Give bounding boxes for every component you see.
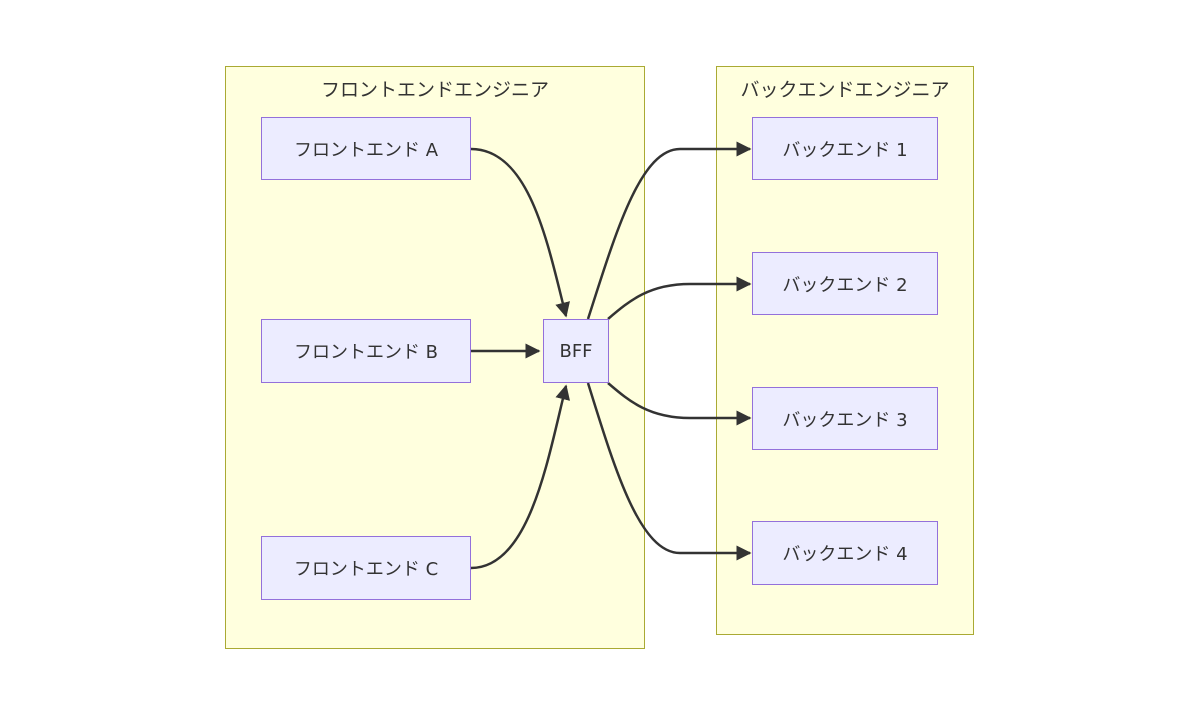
node-backend-2: バックエンド 2 [752, 252, 938, 315]
node-frontend-a: フロントエンド A [261, 117, 471, 180]
node-bff: BFF [543, 319, 609, 383]
frontend-engineer-cluster-title: フロントエンドエンジニア [320, 79, 549, 101]
node-frontend-b: フロントエンド B [261, 319, 471, 383]
node-frontend-c: フロントエンド C [261, 536, 471, 600]
backend-engineer-cluster-title: バックエンドエンジニア [740, 79, 950, 101]
node-backend-1: バックエンド 1 [752, 117, 938, 180]
node-backend-3: バックエンド 3 [752, 387, 938, 450]
node-backend-4: バックエンド 4 [752, 521, 938, 585]
